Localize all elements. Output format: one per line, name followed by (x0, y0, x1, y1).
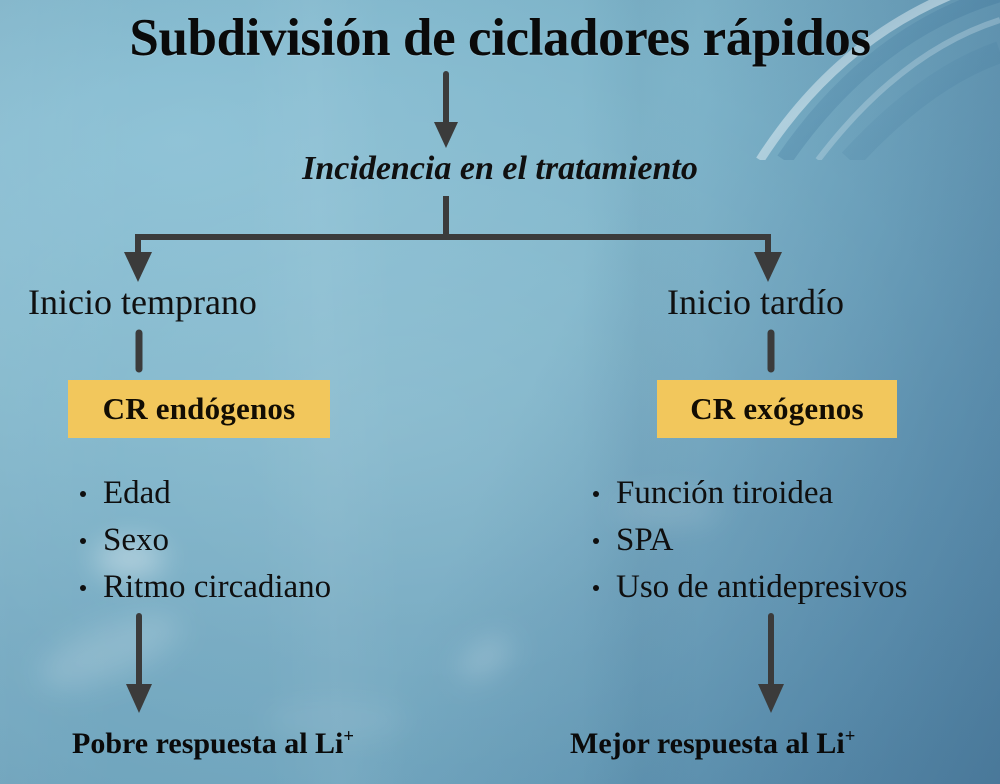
connector-subtitle-split (120, 196, 790, 288)
bullet-list-right: Función tiroidea SPA Uso de antidepresiv… (591, 470, 907, 611)
background-highlight-smudge (30, 598, 190, 704)
branch-label-right: Inicio tardío (667, 282, 844, 322)
list-item: SPA (591, 517, 907, 564)
outcome-right-label: Mejor respuesta al Li (570, 727, 845, 760)
connector-title-to-subtitle (430, 71, 462, 152)
bullet-dot-icon (80, 585, 86, 591)
list-item: Edad (78, 470, 331, 517)
list-item: Uso de antidepresivos (591, 564, 907, 611)
bullet-dot-icon (593, 585, 599, 591)
bullet-dot-icon (80, 491, 86, 497)
list-item-label: SPA (616, 522, 674, 558)
chip-right-category: CR exógenos (657, 380, 897, 438)
connector-right-to-outcome (756, 613, 786, 716)
list-item: Función tiroidea (591, 470, 907, 517)
list-item: Ritmo circadiano (78, 564, 331, 611)
list-item: Sexo (78, 517, 331, 564)
background-highlight-smudge (452, 630, 518, 686)
bullet-list-left: Edad Sexo Ritmo circadiano (78, 470, 331, 611)
chip-right-label: CR exógenos (690, 391, 864, 426)
outcome-left-superscript: + (343, 726, 355, 747)
outcome-left-label: Pobre respuesta al Li (72, 727, 344, 760)
connector-left-to-outcome (124, 613, 154, 716)
branch-label-left: Inicio temprano (28, 282, 257, 322)
bullet-dot-icon (80, 538, 86, 544)
bullet-dot-icon (593, 491, 599, 497)
list-item-label: Uso de antidepresivos (616, 569, 908, 605)
chip-left-category: CR endógenos (68, 380, 330, 438)
list-item-label: Ritmo circadiano (103, 569, 332, 605)
connector-right-label-to-chip (764, 329, 778, 373)
outcome-right-superscript: + (844, 726, 856, 747)
chip-left-label: CR endógenos (102, 391, 296, 426)
slide-subtitle: Incidencia en el tratamiento (302, 150, 698, 187)
connector-left-label-to-chip (132, 329, 146, 373)
list-item-label: Edad (103, 475, 171, 511)
list-item-label: Sexo (103, 522, 169, 558)
slide-title: Subdivisión de cicladores rápidos (129, 9, 871, 67)
outcome-right: Mejor respuesta al Li+ (570, 726, 855, 761)
bullet-dot-icon (593, 538, 599, 544)
list-item-label: Función tiroidea (616, 475, 834, 511)
outcome-left: Pobre respuesta al Li+ (72, 726, 354, 761)
